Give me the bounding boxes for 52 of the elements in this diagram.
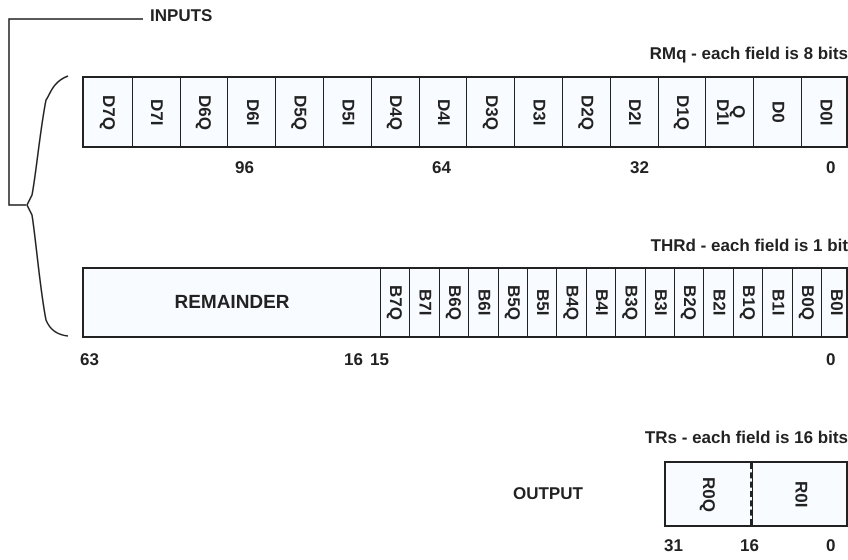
field-label: B1I bbox=[769, 289, 786, 316]
field-label: Q bbox=[730, 105, 746, 119]
field-label: B1Q bbox=[740, 285, 756, 320]
bit-number: 0 bbox=[826, 536, 836, 556]
field-label: D6Q bbox=[196, 94, 212, 130]
bit-number: 96 bbox=[235, 158, 254, 178]
field-label: B6Q bbox=[446, 285, 462, 320]
field-label: B2Q bbox=[681, 285, 698, 320]
field-label: D6I bbox=[244, 98, 260, 126]
group-label: INPUTS bbox=[150, 6, 212, 26]
field-label: D5I bbox=[339, 98, 356, 126]
field-label: D4I bbox=[434, 98, 451, 126]
field-label: B4I bbox=[592, 289, 609, 316]
field-label: D3Q bbox=[482, 94, 499, 130]
field-label: B2I bbox=[710, 289, 727, 316]
bit-number: 64 bbox=[432, 158, 451, 178]
bit-number: 32 bbox=[630, 158, 649, 178]
field-label: D1Q bbox=[674, 94, 690, 130]
field-label: B0I bbox=[828, 289, 844, 316]
bit-number: 31 bbox=[664, 536, 683, 556]
field-label: D0I bbox=[817, 98, 834, 126]
field-label: D0 bbox=[770, 101, 786, 123]
register-title: TRs - each field is 16 bits bbox=[644, 428, 848, 448]
bit-number: 16 bbox=[740, 536, 759, 556]
group-label: OUTPUT bbox=[513, 484, 583, 504]
field-label: D5Q bbox=[292, 94, 308, 130]
bit-number: 63 bbox=[80, 350, 99, 370]
field-label: D7Q bbox=[100, 94, 116, 130]
field-label: B7Q bbox=[387, 285, 404, 320]
field-label: B6I bbox=[475, 289, 492, 316]
field-label: B0Q bbox=[798, 285, 815, 320]
field-label: D4Q bbox=[387, 94, 404, 130]
field-label: B3I bbox=[652, 289, 668, 316]
field-label: B4Q bbox=[564, 285, 580, 320]
register-title: RMq - each field is 8 bits bbox=[650, 44, 848, 64]
bit-number: 15 bbox=[370, 350, 389, 370]
field-label: D3I bbox=[530, 98, 547, 126]
field-label: D1I bbox=[714, 98, 730, 126]
field-label: R0Q bbox=[700, 476, 716, 512]
field-label: B7I bbox=[416, 289, 433, 316]
field-label: B3Q bbox=[622, 285, 638, 320]
field-label: D2I bbox=[626, 98, 642, 126]
bit-number: 0 bbox=[826, 350, 836, 370]
field-label: D2Q bbox=[578, 94, 594, 130]
bit-number: 16 bbox=[344, 350, 363, 370]
field-label: B5I bbox=[534, 289, 550, 316]
bit-number: 0 bbox=[826, 158, 836, 178]
field-label: B5Q bbox=[504, 285, 521, 320]
field-label: D7I bbox=[148, 98, 164, 126]
register-title: THRd - each field is 1 bit bbox=[650, 236, 848, 256]
field-label: REMAINDER bbox=[174, 294, 290, 310]
field-label: R0I bbox=[792, 480, 808, 508]
